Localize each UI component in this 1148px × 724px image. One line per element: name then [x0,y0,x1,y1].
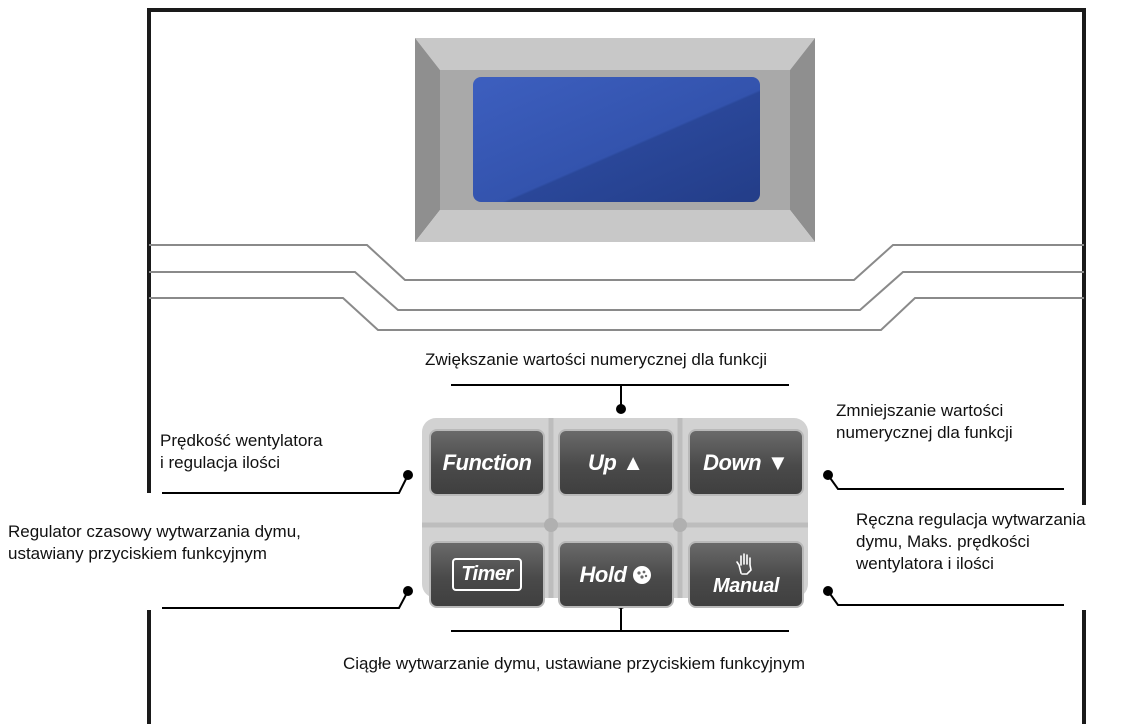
function-description: Prędkość wentylatora i regulacja ilości [160,430,323,474]
decorative-bands [149,244,1084,331]
manual-description-line1: Ręczna regulacja wytwarzania [856,510,1086,529]
hold-description: Ciągłe wytwarzanie dymu, ustawiane przyc… [343,654,805,673]
timer-button-label: Timer [452,558,522,591]
hold-button[interactable]: Hold [558,541,674,608]
down-description-line2: numerycznej dla funkcji [836,423,1013,442]
timer-description-line1: Regulator czasowy wytwarzania dymu, [8,522,301,541]
manual-description-line2: dymu, Maks. prędkości [856,532,1030,551]
function-button-label: Function [442,449,532,475]
up-arrow-icon: ▲ [622,449,645,475]
up-description: Zwiększanie wartości numerycznej dla fun… [425,350,768,369]
timer-description-line2: ustawiany przyciskiem funkcyjnym [8,544,267,563]
manual-description-line3: wentylatora i ilości [856,554,994,573]
leader-lines [162,384,1064,632]
manual-button[interactable]: Manual [688,541,804,608]
manual-description: Ręczna regulacja wytwarzania dymu, Maks.… [856,509,1086,575]
timer-description: Regulator czasowy wytwarzania dymu, usta… [8,521,301,565]
function-button[interactable]: Function [429,429,545,496]
smoke-icon [633,565,652,584]
down-button[interactable]: Down ▼ [688,429,804,496]
panel-outline [147,8,1086,724]
manual-button-label: Manual [713,575,779,597]
function-description-line1: Prędkość wentylatora [160,431,323,450]
lcd-screen [473,77,760,202]
down-arrow-icon: ▼ [767,449,789,475]
down-button-label: Down [703,449,762,475]
hold-button-label: Hold [579,561,627,587]
up-button-label: Up [587,449,617,475]
timer-button[interactable]: Timer [429,541,545,608]
up-button[interactable]: Up ▲ [558,429,674,496]
hand-icon [736,553,752,575]
down-description-line1: Zmniejszanie wartości [836,401,1004,420]
down-description: Zmniejszanie wartości numerycznej dla fu… [836,400,1013,444]
function-description-line2: i regulacja ilości [160,453,280,472]
